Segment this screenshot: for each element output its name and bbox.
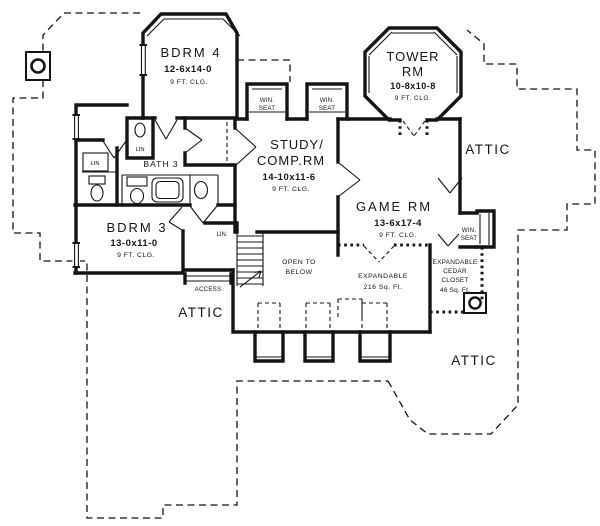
room-dims-bdrm3: 13-0x11-0 [110, 238, 157, 249]
linen-label-1: LIN [135, 147, 144, 153]
room-name-tower-2: RM [402, 64, 424, 79]
room-clg-bdrm3: 9 FT. CLG. [117, 252, 155, 259]
win-seat-3b: SEAT [461, 235, 478, 242]
roof-outline [12, 12, 596, 519]
room-dims-game: 13-6x17-4 [374, 218, 422, 229]
win-seat-1b: SEAT [259, 105, 276, 112]
room-name-study-1: STUDY/ [270, 137, 324, 152]
room-name-game: GAME RM [356, 199, 432, 214]
room-clg-bdrm4: 9 FT. CLG. [170, 79, 208, 86]
expandable-2: 216 Sq. Ft. [364, 284, 403, 291]
sink-symbol [193, 180, 209, 200]
cedar-closet-3: CLOSET [441, 277, 468, 284]
labels: BDRM 4 12-6x14-0 9 FT. CLG. TOWER RM 10-… [90, 45, 511, 368]
room-dims-study: 14-10x11-6 [262, 172, 315, 183]
walls [73, 12, 496, 363]
room-clg-game: 9 FT. CLG. [379, 232, 417, 239]
toilet-symbol [129, 187, 145, 205]
bath-fixtures [82, 122, 231, 277]
toilet-symbol [134, 122, 146, 138]
room-name-bdrm4: BDRM 4 [160, 45, 221, 60]
win-seat-2a: WIN. [320, 97, 335, 104]
win-seat-3a: WIN. [462, 227, 477, 234]
attic-label-left: ATTIC [178, 305, 224, 320]
room-name-bdrm3: BDRM 3 [106, 220, 167, 235]
room-name-tower-1: TOWER [386, 49, 439, 64]
window-symbols [72, 44, 147, 268]
linen-shelf [82, 152, 109, 172]
attic-label-right: ATTIC [465, 142, 511, 157]
room-clg-study: 9 FT. CLG. [272, 186, 310, 193]
access-label: ACCESS [195, 286, 222, 293]
room-dims-bdrm4: 12-6x14-0 [164, 64, 212, 75]
expandable-1: EXPANDABLE [358, 273, 408, 280]
stairs [236, 232, 264, 288]
win-seat-1a: WIN. [260, 97, 275, 104]
room-name-study-2: COMP.RM [257, 153, 325, 168]
linen-label-2: LIN [90, 161, 99, 167]
room-dims-tower: 10-8x10-8 [390, 81, 436, 91]
toilet-symbol [90, 184, 104, 202]
roof-vent-icon [25, 51, 51, 81]
cedar-closet-1: EXPANDABLE [433, 259, 478, 266]
tub-symbol [151, 177, 184, 203]
cedar-closet-2: CEDAR [443, 268, 467, 275]
open-to-below-1: OPEN TO [282, 259, 316, 266]
room-name-bath3: BATH 3 [143, 159, 178, 169]
cedar-closet-4: 46 Sq. Ft. [440, 287, 470, 294]
expandable-boundaries [338, 120, 484, 314]
open-to-below-2: BELOW [285, 269, 312, 276]
linen-label-3: LIN. [216, 232, 227, 238]
door-swings [102, 119, 463, 263]
detail-lines [82, 18, 490, 358]
win-seat-2b: SEAT [319, 105, 336, 112]
attic-label-bottom: ATTIC [451, 353, 497, 368]
room-clg-tower: 9 FT. CLG. [395, 95, 431, 102]
